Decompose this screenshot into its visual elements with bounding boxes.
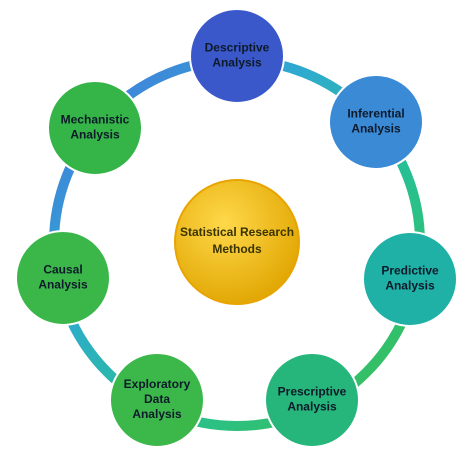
- center-node: Statistical Research Methods: [174, 179, 300, 305]
- node-causal-label-line-1: Causal: [43, 263, 82, 277]
- node-prescriptive-label-line-1: Prescriptive: [278, 385, 347, 399]
- node-mechanistic-circle: [47, 80, 143, 176]
- node-prescriptive-circle: [264, 352, 360, 448]
- center-label-line-2: Methods: [212, 242, 262, 256]
- center-label-line-1: Statistical Research: [180, 225, 294, 239]
- node-predictive-label-line-2: Analysis: [385, 279, 435, 293]
- node-causal-label-line-2: Analysis: [38, 278, 88, 292]
- node-inferential-label-line-2: Analysis: [351, 122, 401, 136]
- node-prescriptive-label-line-2: Analysis: [287, 400, 337, 414]
- node-predictive-circle: [362, 231, 458, 327]
- node-exploratory-label-line-2: Data: [144, 392, 170, 406]
- node-causal-circle: [15, 230, 111, 326]
- node-exploratory-circle: [109, 352, 205, 448]
- node-descriptive-label-line-1: Descriptive: [205, 41, 270, 55]
- node-exploratory-label-line-1: Exploratory: [124, 377, 191, 391]
- method-nodes: DescriptiveAnalysisInferentialAnalysisPr…: [15, 8, 458, 448]
- node-inferential-circle: [328, 74, 424, 170]
- node-exploratory-label-line-3: Analysis: [132, 407, 182, 421]
- node-mechanistic-label-line-2: Analysis: [70, 128, 120, 142]
- node-mechanistic-label-line-1: Mechanistic: [61, 113, 130, 127]
- node-inferential-label-line-1: Inferential: [347, 107, 404, 121]
- node-predictive-label-line-1: Predictive: [381, 264, 439, 278]
- center-circle: [174, 179, 300, 305]
- node-descriptive-circle: [189, 8, 285, 104]
- node-descriptive-label-line-2: Analysis: [212, 56, 262, 70]
